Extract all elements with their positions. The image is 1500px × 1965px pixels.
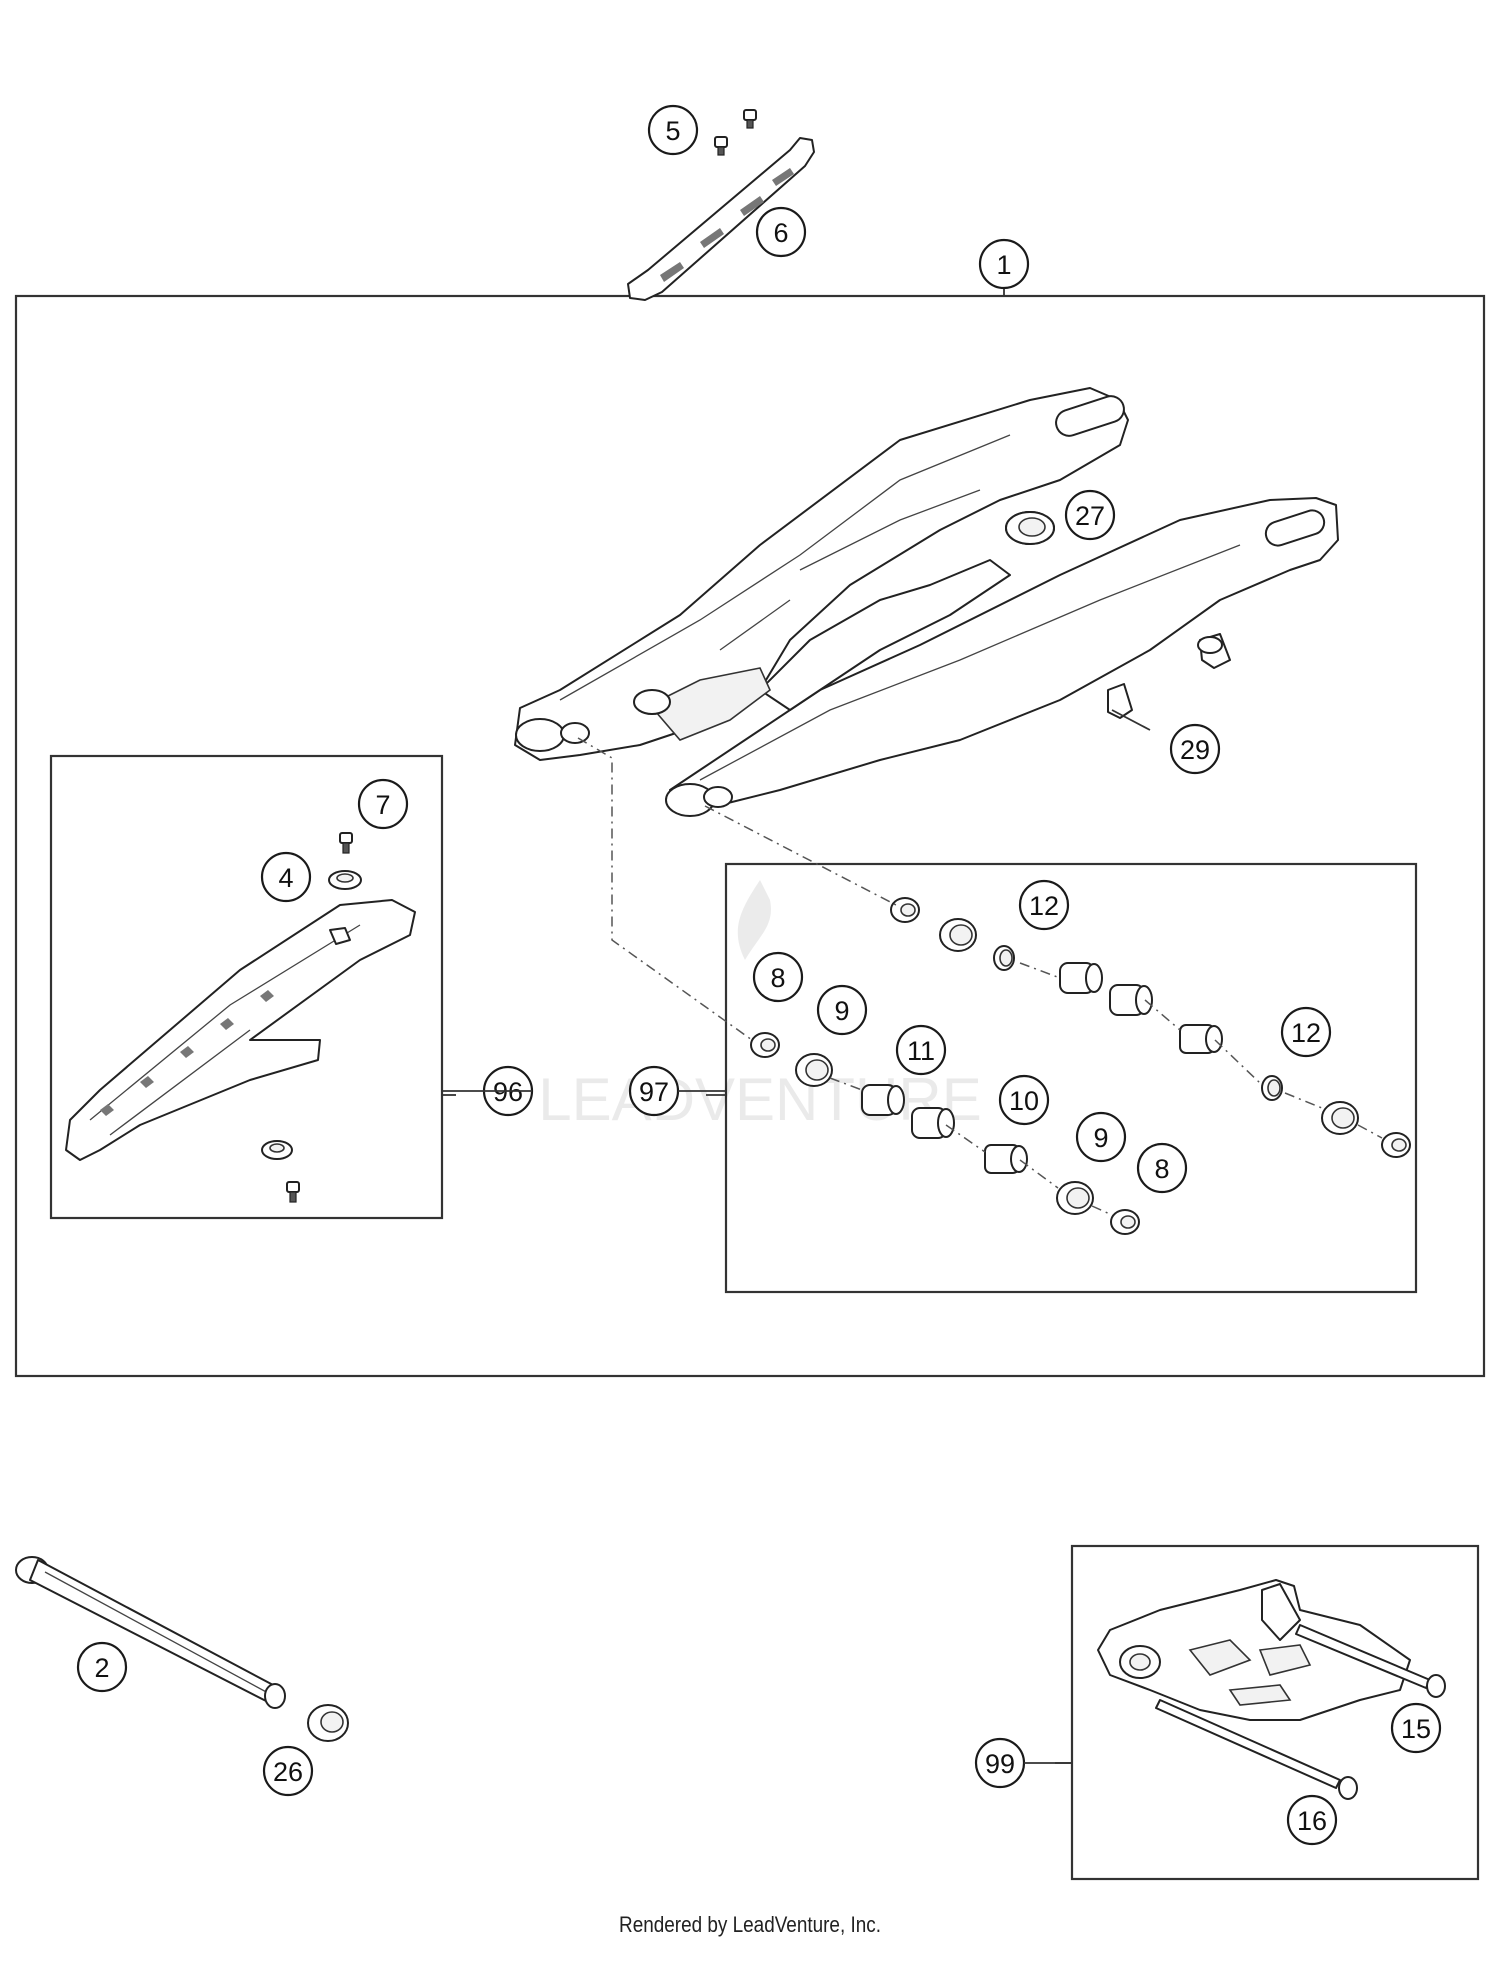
svg-text:5: 5: [665, 116, 680, 146]
svg-text:26: 26: [273, 1757, 303, 1787]
bushing-icon: [1005, 511, 1055, 545]
washer-icon: [261, 870, 362, 1160]
callout-26[interactable]: 26: [262, 1745, 314, 1797]
callout-27[interactable]: 27: [1064, 489, 1116, 541]
svg-text:27: 27: [1075, 501, 1105, 531]
svg-text:4: 4: [278, 863, 293, 893]
svg-text:29: 29: [1180, 735, 1210, 765]
svg-text:10: 10: [1009, 1086, 1039, 1116]
chain-slider-kit-icon: [65, 899, 416, 1161]
svg-text:12: 12: [1029, 891, 1059, 921]
callout-8b[interactable]: 8: [1136, 1142, 1188, 1194]
bolt-icon: [286, 832, 353, 1203]
bolt-icon: [714, 109, 757, 156]
assembly-lines: [577, 737, 1383, 1216]
svg-text:11: 11: [907, 1036, 935, 1066]
swingarm-assembly-frame: [14, 294, 1486, 1378]
axle-cap-icon: [307, 1704, 349, 1742]
svg-text:LEADVENTURE: LEADVENTURE: [538, 1066, 981, 1133]
callout-1[interactable]: 1: [978, 238, 1030, 290]
chain-slider-icon: [627, 137, 815, 301]
svg-text:8: 8: [770, 963, 785, 993]
callout-4[interactable]: 4: [260, 851, 312, 903]
callout-11[interactable]: 11: [895, 1024, 947, 1076]
svg-text:1: 1: [996, 250, 1011, 280]
svg-text:12: 12: [1291, 1018, 1321, 1048]
svg-text:2: 2: [94, 1653, 109, 1683]
callout-15[interactable]: 15: [1390, 1702, 1442, 1754]
bearing-kit-frame: [724, 862, 1418, 1294]
callout-29[interactable]: 29: [1169, 723, 1221, 775]
callout-12a[interactable]: 12: [1018, 879, 1070, 931]
callout-6[interactable]: 6: [755, 206, 807, 258]
callout-5[interactable]: 5: [647, 104, 699, 156]
callout-97[interactable]: 97: [628, 1065, 680, 1117]
callout-9b[interactable]: 9: [1075, 1111, 1127, 1163]
callouts: 1 2 4 5 6 7 8 8 9 9 10 11 12 12 15 16 26…: [76, 104, 1442, 1846]
watermark-logo: LEADVENTURE: [538, 880, 982, 1133]
callout-99[interactable]: 99: [974, 1737, 1026, 1789]
chain-slider-kit-frame: [49, 754, 444, 1220]
svg-text:7: 7: [375, 790, 390, 820]
svg-text:8: 8: [1154, 1154, 1169, 1184]
svg-text:97: 97: [639, 1077, 669, 1107]
swingarm-icon: [514, 387, 1339, 817]
footer-credit: Rendered by LeadVenture, Inc.: [619, 1912, 881, 1937]
callout-9a[interactable]: 9: [816, 984, 868, 1036]
bearing-icon: [750, 897, 1411, 1235]
svg-text:6: 6: [773, 218, 788, 248]
svg-text:9: 9: [834, 996, 849, 1026]
svg-text:99: 99: [985, 1749, 1015, 1779]
callout-12b[interactable]: 12: [1280, 1006, 1332, 1058]
bolt-icon: [1155, 1624, 1446, 1800]
swingarm-pivot-axle-icon: [15, 1556, 286, 1709]
chain-guide-icon: [1097, 1579, 1411, 1721]
leader-lines: [442, 288, 1151, 1764]
chain-guide-kit-frame: [1070, 1544, 1480, 1881]
svg-text:9: 9: [1093, 1123, 1108, 1153]
callout-16[interactable]: 16: [1286, 1794, 1338, 1846]
svg-text:15: 15: [1401, 1714, 1431, 1744]
callout-8a[interactable]: 8: [752, 951, 804, 1003]
svg-text:96: 96: [493, 1077, 523, 1107]
callout-10[interactable]: 10: [998, 1074, 1050, 1126]
callout-7[interactable]: 7: [357, 778, 409, 830]
callout-2[interactable]: 2: [76, 1641, 128, 1693]
svg-text:16: 16: [1297, 1806, 1327, 1836]
